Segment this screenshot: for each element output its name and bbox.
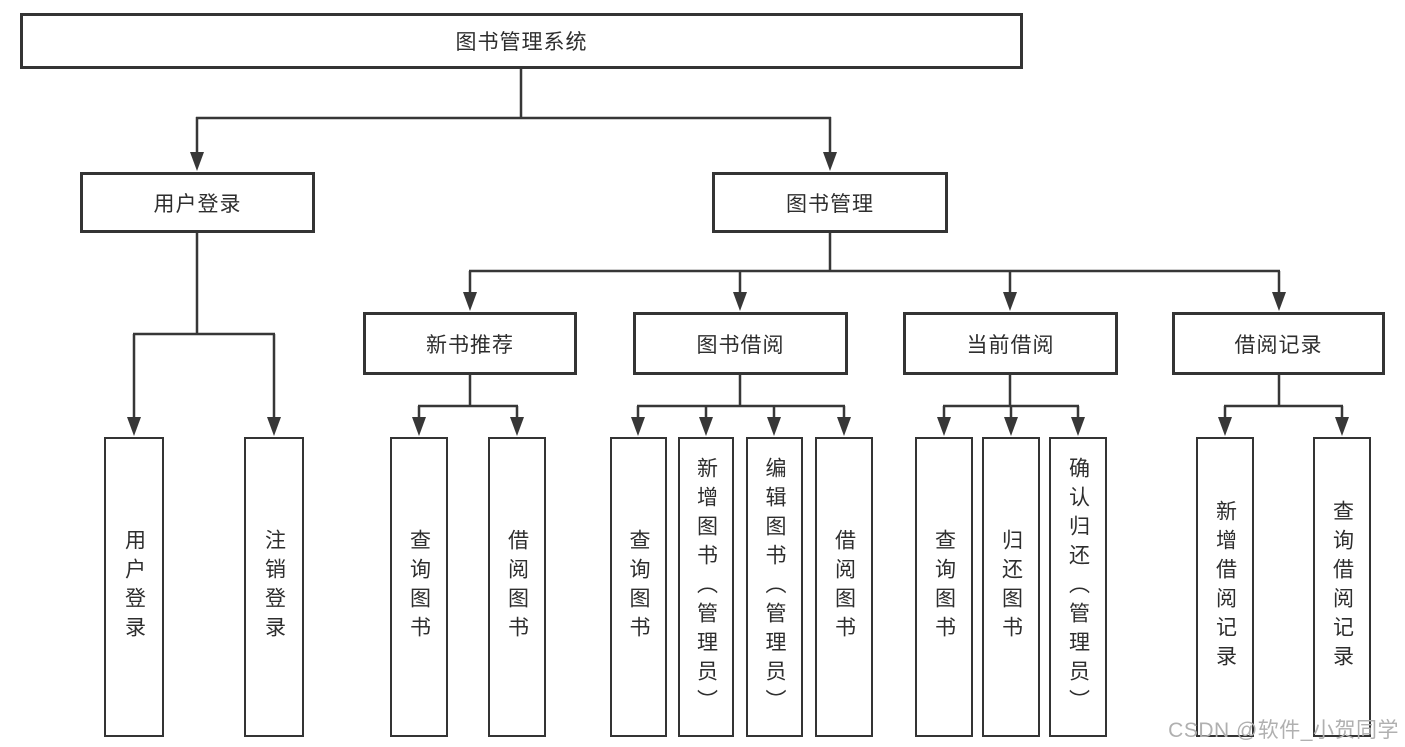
node-borrowing-records: 借阅记录 [1172, 312, 1385, 375]
leaf-label: 查询借阅记录 [1330, 500, 1354, 674]
leaf-borrowing-add-book-admin: 新增图书（管理员） [678, 437, 734, 737]
leaf-records-query-record: 查询借阅记录 [1313, 437, 1371, 737]
leaf-borrowing-query-book: 查询图书 [610, 437, 667, 737]
leaf-recommend-borrow-book: 借阅图书 [488, 437, 546, 737]
node-label: 图书管理 [786, 192, 874, 216]
leaf-borrowing-borrow-book: 借阅图书 [815, 437, 873, 737]
node-library-management-system: 图书管理系统 [20, 13, 1023, 69]
leaf-label: 归还图书 [999, 529, 1023, 645]
leaf-label: 新增借阅记录 [1213, 500, 1237, 674]
leaf-label: 确认归还（管理员） [1066, 456, 1090, 718]
node-label: 新书推荐 [426, 333, 514, 357]
leaf-label: 用户登录 [122, 529, 146, 645]
node-user-login: 用户登录 [80, 172, 315, 233]
leaf-label: 查询图书 [932, 529, 956, 645]
node-book-management: 图书管理 [712, 172, 948, 233]
node-label: 当前借阅 [966, 333, 1055, 357]
node-label: 用户登录 [153, 192, 242, 216]
leaf-label: 新增图书（管理员） [694, 456, 718, 718]
node-label: 借阅记录 [1234, 333, 1323, 357]
leaf-records-add-record: 新增借阅记录 [1196, 437, 1254, 737]
leaf-label: 借阅图书 [505, 529, 529, 645]
csdn-watermark: CSDN @软件_小贺同学 [1168, 719, 1399, 742]
node-label: 图书借阅 [696, 333, 785, 357]
node-new-book-recommendation: 新书推荐 [363, 312, 577, 375]
leaf-borrowing-edit-book-admin: 编辑图书（管理员） [746, 437, 803, 737]
leaf-logout: 注销登录 [244, 437, 304, 737]
leaf-current-query-book: 查询图书 [915, 437, 973, 737]
node-current-borrowing: 当前借阅 [903, 312, 1118, 375]
leaf-current-return-book: 归还图书 [982, 437, 1040, 737]
leaf-label: 查询图书 [627, 529, 650, 645]
leaf-label: 借阅图书 [832, 529, 856, 645]
leaf-label: 注销登录 [262, 529, 286, 645]
leaf-current-confirm-return-admin: 确认归还（管理员） [1049, 437, 1107, 737]
leaf-label: 查询图书 [407, 529, 431, 645]
leaf-label: 编辑图书（管理员） [763, 456, 786, 718]
leaf-recommend-query-book: 查询图书 [390, 437, 448, 737]
node-book-borrowing: 图书借阅 [633, 312, 848, 375]
node-label: 图书管理系统 [455, 31, 588, 54]
leaf-user-login: 用户登录 [104, 437, 164, 737]
